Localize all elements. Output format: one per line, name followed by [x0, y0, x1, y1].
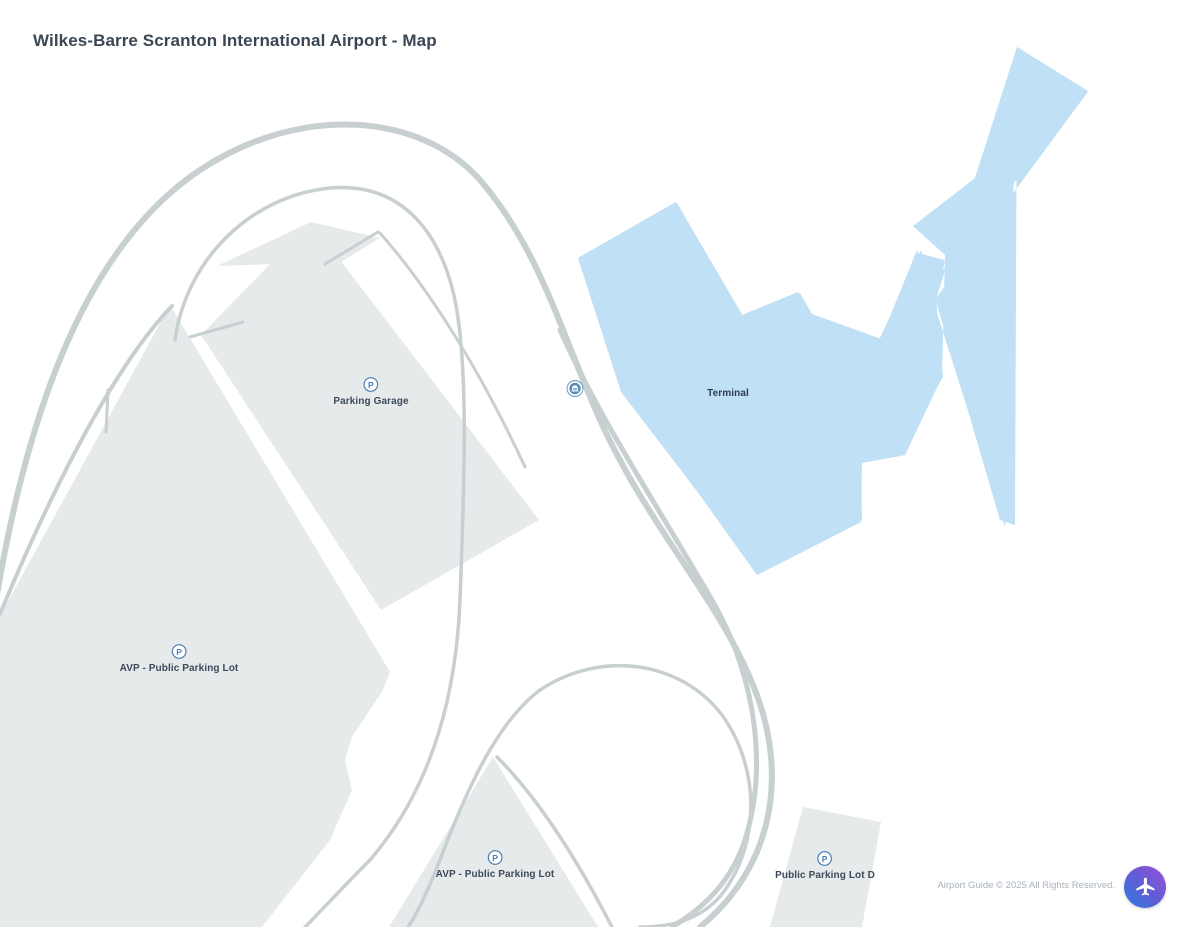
poi-parking-garage-label: Parking Garage: [333, 396, 409, 407]
road-garage-ramp[interactable]: [378, 231, 527, 469]
road-garage-access-upper[interactable]: [323, 230, 380, 266]
road-west-access[interactable]: [0, 304, 174, 616]
terminal-outline[interactable]: [578, 47, 1088, 575]
poi-avp-public-parking-lot-west-label: AVP - Public Parking Lot: [119, 663, 239, 674]
parking-icon: P: [816, 850, 833, 867]
svg-text:P: P: [368, 380, 374, 390]
poi-public-parking-lot-d[interactable]: P Public Parking Lot D: [775, 850, 875, 881]
road-garage-loop[interactable]: [173, 185, 467, 862]
road-garage-access-lower[interactable]: [188, 320, 245, 339]
parking-icon: P: [362, 376, 379, 393]
parking-icon: P: [171, 643, 188, 660]
page-title: Wilkes-Barre Scranton International Airp…: [33, 31, 437, 50]
road-south-loop[interactable]: [538, 663, 753, 927]
svg-text:P: P: [176, 647, 182, 657]
road-main-loop[interactable]: [0, 121, 775, 927]
parking-polygon-lot-d[interactable]: [770, 807, 881, 927]
road-south-loop-branch[interactable]: [406, 688, 542, 927]
road-south-exit[interactable]: [303, 858, 372, 927]
poi-avp-public-parking-lot-west[interactable]: P AVP - Public Parking Lot: [120, 643, 239, 674]
parking-polygon-avp-south[interactable]: [389, 757, 598, 927]
poi-terminal-label: Terminal: [707, 388, 749, 399]
parking-polygon-avp-west[interactable]: [0, 305, 390, 927]
poi-shuttle-stop[interactable]: [566, 379, 585, 401]
brand-badge[interactable]: [1124, 866, 1166, 908]
airplane-icon: [1133, 875, 1157, 899]
road-network: [0, 121, 775, 927]
poi-terminal[interactable]: Terminal: [707, 388, 749, 399]
poi-avp-public-parking-lot-south[interactable]: P AVP - Public Parking Lot: [436, 849, 555, 880]
road-terminal-frontage[interactable]: [557, 327, 759, 927]
poi-parking-garage[interactable]: P Parking Garage: [333, 376, 409, 407]
shuttle-icon: [566, 379, 585, 398]
poi-public-parking-lot-d-label: Public Parking Lot D: [775, 870, 875, 881]
footer-credit: Airport Guide © 2025 All Rights Reserved…: [937, 880, 1115, 891]
svg-text:P: P: [492, 853, 498, 863]
road-lot-connector[interactable]: [495, 755, 614, 927]
parking-icon: P: [487, 849, 504, 866]
parking-polygon-garage[interactable]: [201, 222, 539, 610]
svg-text:P: P: [822, 854, 828, 864]
poi-avp-public-parking-lot-south-label: AVP - Public Parking Lot: [435, 869, 555, 880]
